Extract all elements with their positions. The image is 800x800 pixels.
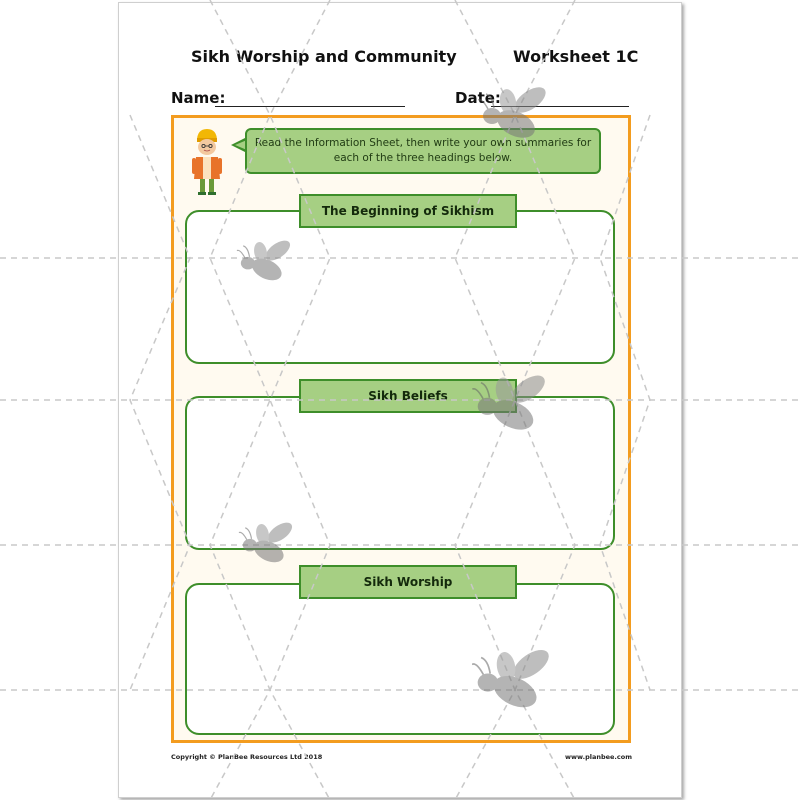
bee-watermark-icon <box>472 649 549 708</box>
bee-watermark-icon <box>236 240 291 281</box>
section-heading-beginning: The Beginning of Sikhism <box>299 194 517 228</box>
section-heading-worship: Sikh Worship <box>299 565 517 599</box>
sikh-child-icon <box>192 129 222 195</box>
name-label: Name: <box>171 89 226 107</box>
copyright-text: Copyright © PlanBee Resources Ltd 2018 <box>171 753 323 761</box>
name-line[interactable] <box>215 106 405 107</box>
instruction-line-2: each of the three headings below. <box>333 152 513 164</box>
bee-watermark-icon <box>238 522 293 563</box>
worksheet-number: Worksheet 1C <box>513 47 639 66</box>
website-text: www.planbee.com <box>565 753 632 761</box>
worksheet-page: Sikh Worship and Community Worksheet 1C … <box>118 2 682 798</box>
answer-box-beginning[interactable] <box>185 210 615 364</box>
bee-watermark-icon <box>472 375 545 430</box>
worksheet-title: Sikh Worship and Community <box>191 47 457 66</box>
bee-watermark-icon <box>478 87 546 138</box>
